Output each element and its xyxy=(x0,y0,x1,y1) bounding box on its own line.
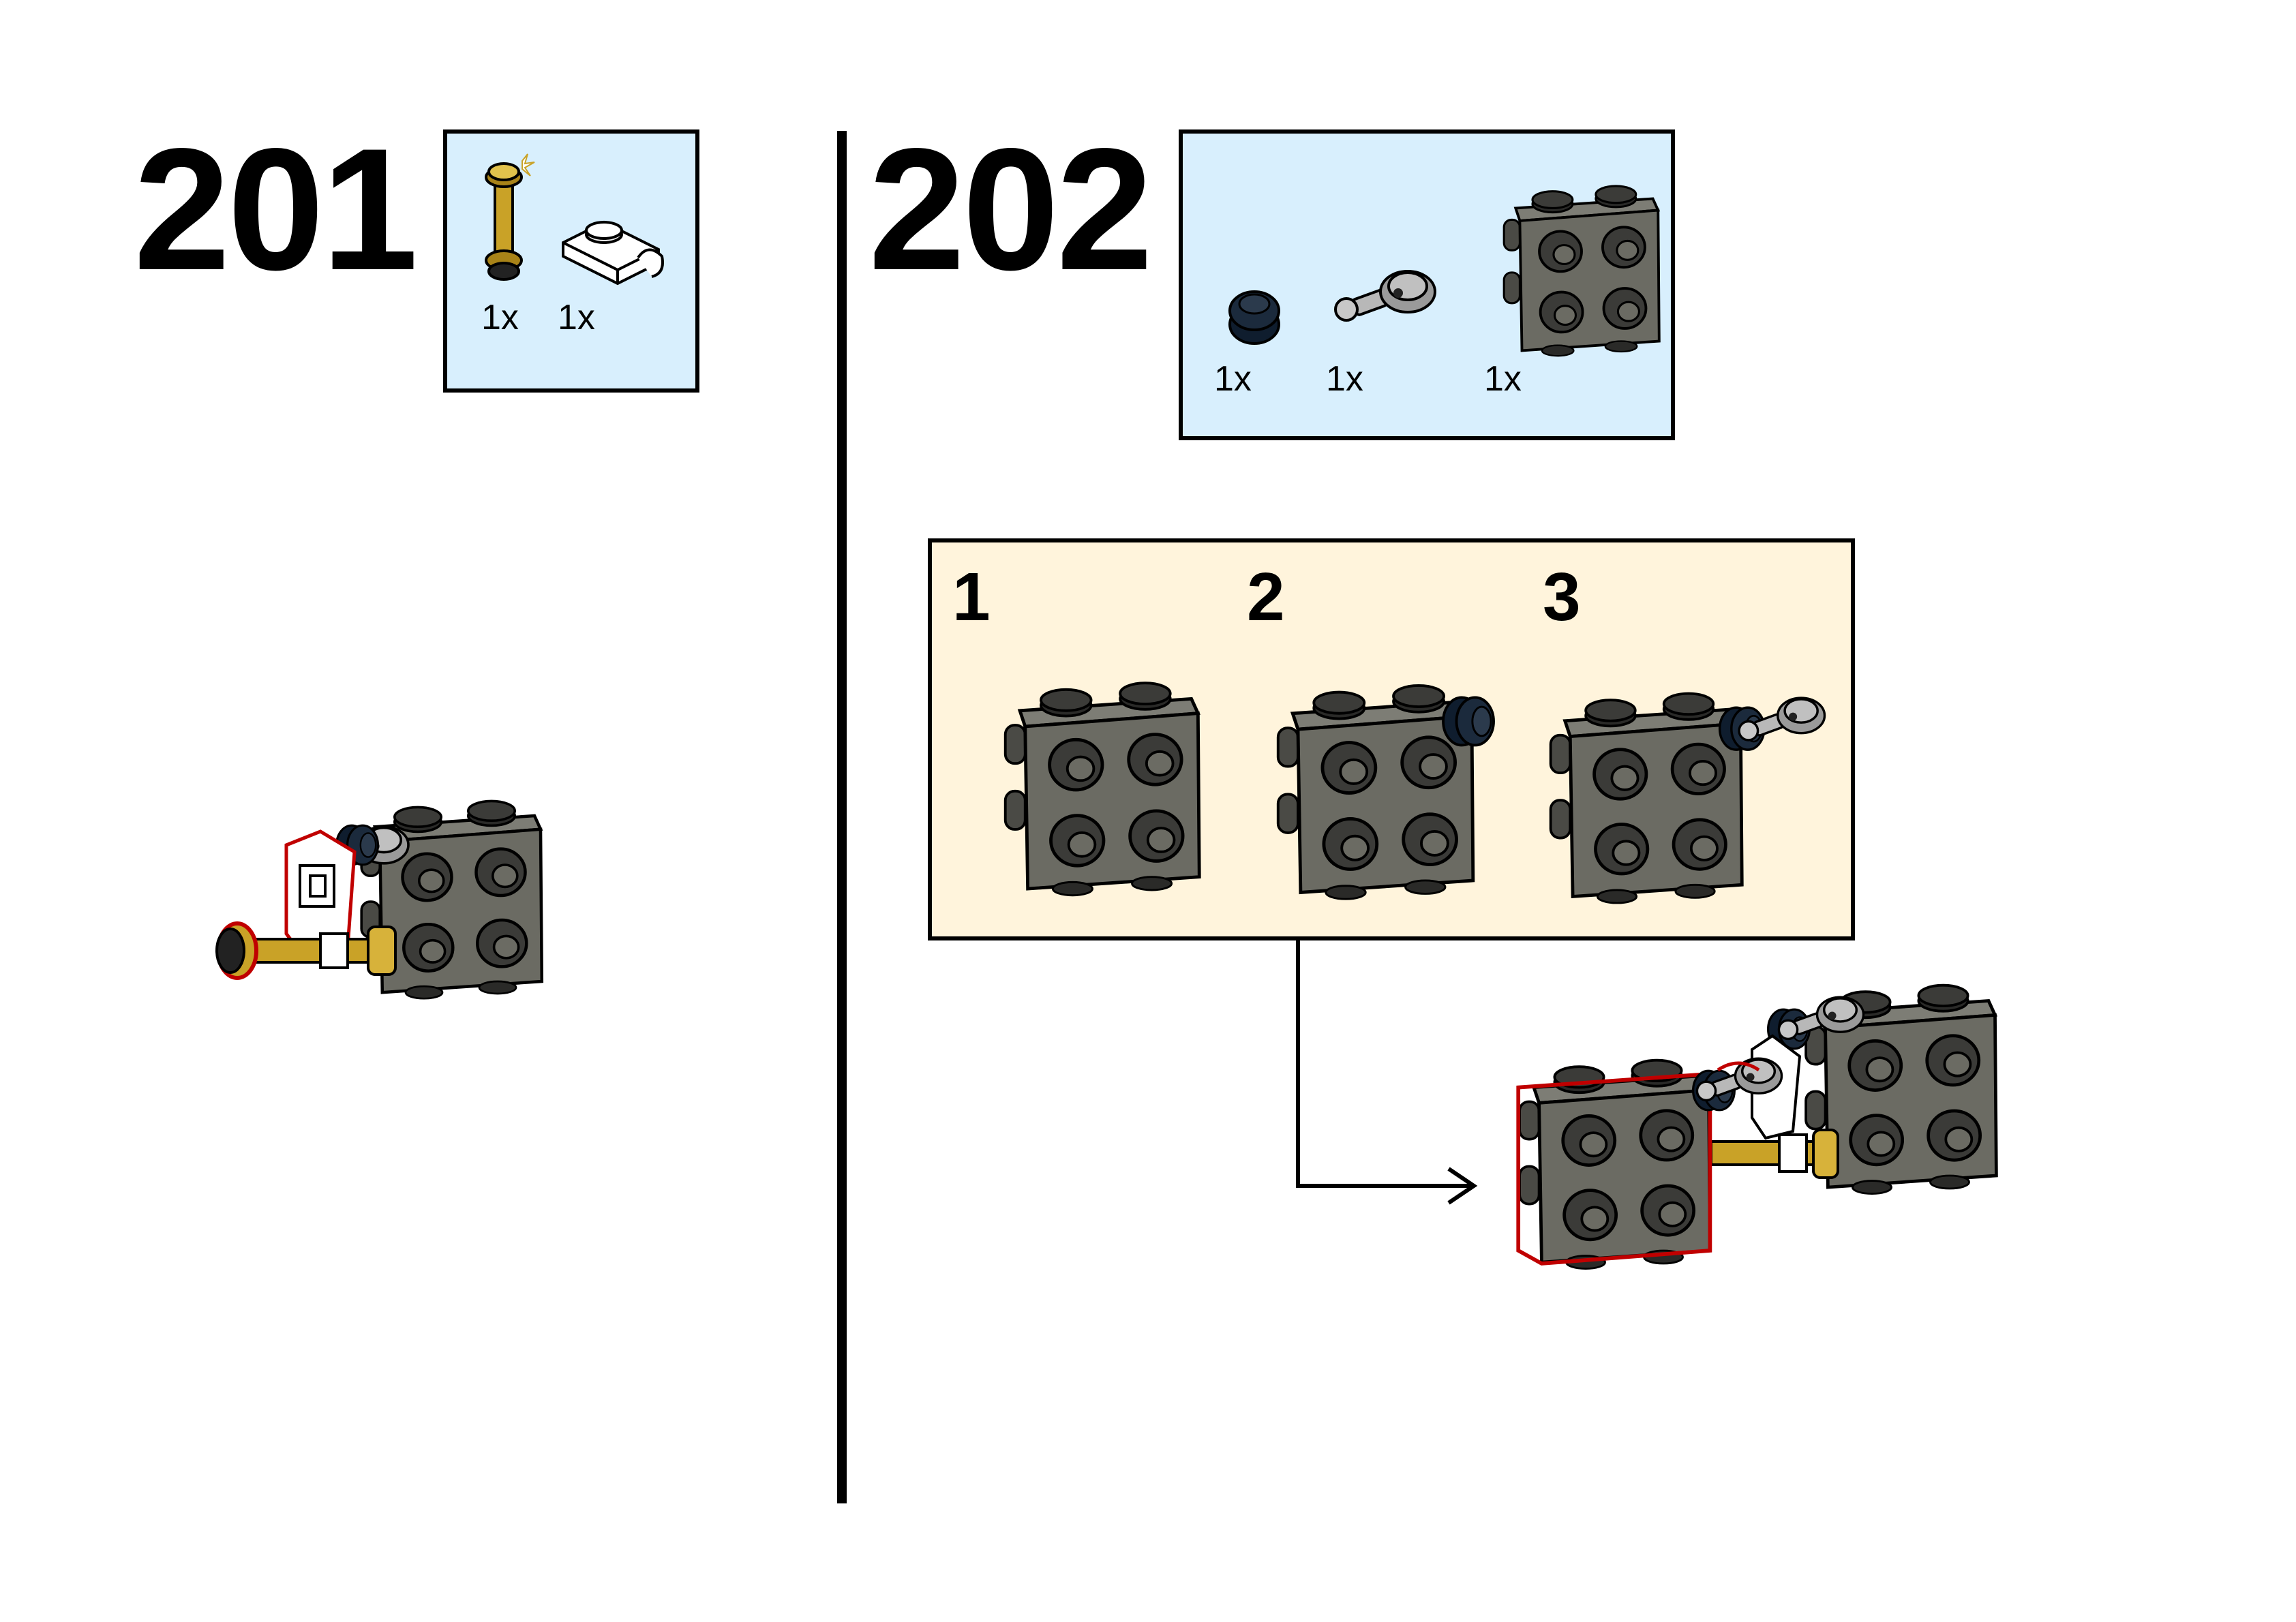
part-qty: 1x xyxy=(1326,359,1363,399)
substep-callout: 1 2 3 xyxy=(928,538,1855,940)
dark-gray-brick-icon xyxy=(1000,672,1205,904)
substep-number: 1 xyxy=(952,559,991,635)
step-number-202: 202 xyxy=(868,112,1153,307)
gold-bar-icon xyxy=(215,921,397,980)
substep-3-assembly xyxy=(1545,652,1826,897)
assembly-201 xyxy=(215,770,593,1029)
step-number-201: 201 xyxy=(134,112,418,307)
part-qty: 1x xyxy=(1214,359,1252,399)
assembly-202 xyxy=(1516,968,2025,1281)
step-divider xyxy=(837,131,847,1503)
part-qty: 1x xyxy=(481,298,519,337)
parts-list-202: 1x 1x 1x xyxy=(1179,129,1675,440)
part-qty: 1x xyxy=(1484,359,1522,399)
substep-number: 2 xyxy=(1247,559,1285,635)
substep-number: 3 xyxy=(1543,559,1581,635)
substep-2-assembly xyxy=(1273,665,1495,897)
part-qty: 1x xyxy=(558,298,595,337)
arrow-right-icon xyxy=(1296,940,1478,1205)
gold-bar-icon xyxy=(485,153,535,281)
dark-gray-brick-icon xyxy=(1502,184,1661,358)
parts-list-201: 1x 1x xyxy=(443,129,699,393)
clip-plate-icon xyxy=(562,220,664,286)
tow-ball-arm-icon xyxy=(1334,270,1436,322)
round-plate-icon xyxy=(1228,290,1280,345)
